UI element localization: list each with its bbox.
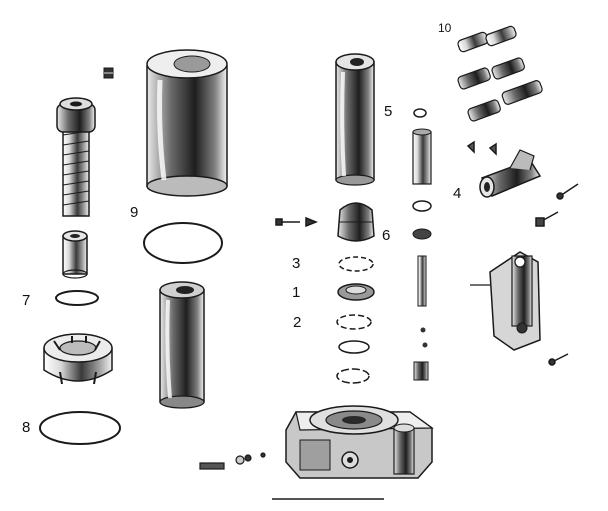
callout-3: 3 — [292, 255, 301, 272]
callout-5: 5 — [384, 103, 393, 120]
callout-4: 4 — [453, 185, 462, 202]
pump-base — [285, 405, 434, 479]
ram-screw — [56, 97, 96, 217]
pins-10 — [457, 25, 543, 122]
inner-cylinder — [159, 281, 205, 409]
washer-a — [338, 340, 370, 354]
reservoir-sleeve — [146, 49, 228, 197]
pump-cylinder — [335, 53, 375, 186]
callout-1: 1 — [292, 284, 301, 301]
valve-plug — [413, 361, 429, 381]
callout-7: 7 — [22, 292, 31, 309]
piston — [337, 202, 375, 242]
pump-plunger — [412, 128, 432, 185]
o-ring-8 — [39, 411, 121, 445]
callout-2: 2 — [293, 314, 302, 331]
seal-3 — [338, 256, 374, 272]
callout-8: 8 — [22, 419, 31, 436]
small-screw — [275, 216, 319, 228]
small-nut — [103, 67, 114, 79]
callout-6: 6 — [382, 227, 391, 244]
handle-socket — [479, 149, 542, 198]
callout-9: 9 — [130, 204, 139, 221]
callout-10: 10 — [438, 21, 452, 35]
valve-rod — [417, 255, 427, 307]
washer-b — [336, 368, 370, 384]
clips — [466, 140, 497, 156]
plunger-seal-b — [412, 228, 432, 240]
release-screw — [199, 452, 266, 470]
top-nut — [43, 333, 113, 385]
seal-2 — [336, 314, 372, 330]
o-ring-7 — [55, 290, 99, 306]
plunger-seal-a — [412, 200, 432, 212]
ball-seat — [413, 108, 427, 118]
handle-bracket — [470, 251, 541, 351]
link-pins — [535, 183, 579, 227]
ram-bushing — [62, 230, 88, 279]
seal-1 — [337, 283, 375, 301]
o-ring-9 — [143, 222, 223, 264]
valve-balls — [420, 327, 428, 348]
pin-small — [548, 353, 569, 366]
